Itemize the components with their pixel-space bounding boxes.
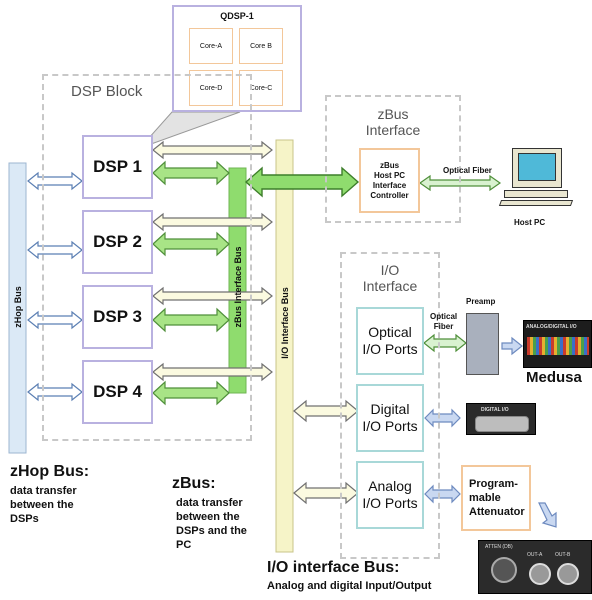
preamp-label: Preamp — [466, 297, 496, 306]
analog-line-2: I/O Ports — [362, 495, 418, 511]
qdsp-title: QDSP-1 — [220, 11, 254, 21]
dsp-1: DSP 1 — [82, 135, 153, 199]
zhop-legend-title: zHop Bus: — [10, 463, 90, 480]
attenuator-line-2: mable — [469, 492, 501, 504]
controller-line-4: Controller — [370, 190, 409, 200]
io-dsp-arrows — [152, 140, 273, 382]
io-interface-title: I/O Interface — [340, 262, 440, 294]
zbus-interface-bus-label: zBus Interface Bus — [233, 246, 243, 328]
optical-line-2: I/O Ports — [362, 341, 418, 357]
host-pc-label: Host PC — [514, 218, 546, 227]
zbus-interface-title-line2: Interface — [365, 122, 421, 138]
digital-line-1: Digital — [370, 401, 410, 417]
digital-device-arrow — [424, 408, 461, 428]
medusa-label: Medusa — [526, 369, 582, 386]
analog-attenuator-arrow — [424, 484, 461, 504]
dsp-4: DSP 4 — [82, 360, 153, 424]
optical-link-label: Optical Fiber — [430, 312, 457, 332]
dsp-2: DSP 2 — [82, 210, 153, 274]
attenuator-device: ATTEN (DB) OUT-A OUT-B — [478, 540, 592, 594]
core-d: Core-D — [189, 70, 233, 106]
zbus-dsp-arrows — [152, 160, 230, 406]
io-interface-title-line2: Interface — [362, 278, 418, 294]
optical-link-line-2: Fiber — [433, 322, 454, 331]
io-interface-frame — [340, 252, 440, 559]
attenuator-out-arrow — [538, 502, 557, 528]
analog-line-1: Analog — [368, 478, 412, 494]
zbus-interface-frame — [325, 95, 461, 223]
zhop-desc-line-3: DSPs — [10, 513, 39, 525]
dsp-3: DSP 3 — [82, 285, 153, 349]
zhop-legend-desc: data transfer between the DSPs — [10, 484, 77, 526]
controller-line-2: Host PC — [373, 170, 406, 180]
io-legend-title: I/O interface Bus: — [267, 559, 400, 576]
dsp-block-title: DSP Block — [71, 83, 143, 100]
digital-device-label: DIGITAL I/O — [481, 407, 509, 413]
core-b: Core B — [239, 28, 283, 64]
io-bus-bar — [275, 139, 294, 553]
core-c: Core-C — [239, 70, 283, 106]
io-interface-title-line1: I/O — [380, 262, 400, 278]
digital-io-device: DIGITAL I/O — [466, 403, 536, 435]
attenuator-line-3: Attenuator — [469, 506, 525, 518]
host-pc-icon — [498, 146, 576, 222]
dsp-block-frame — [42, 74, 252, 441]
out-b-label: OUT-B — [555, 552, 571, 558]
zbus-interface-title: zBus Interface — [325, 106, 461, 138]
optical-link-line-1: Optical — [430, 312, 458, 321]
zbus-desc-line-1: data transfer — [176, 497, 243, 509]
atten-db-label: ATTEN (DB) — [485, 544, 513, 550]
attenuator-box: Program- mable Attenuator — [461, 465, 531, 531]
medusa-device: ANALOG/DIGITAL I/O — [523, 320, 592, 368]
preamp-device — [466, 313, 499, 375]
io-interface-bus-label: I/O Interface Bus — [280, 287, 290, 359]
zbus-legend-title: zBus: — [172, 475, 216, 492]
controller-line-1: zBus — [379, 160, 400, 170]
zhop-desc-line-2: between the — [10, 499, 74, 511]
qdsp-callout — [139, 111, 241, 149]
zbus-desc-line-2: between the — [176, 511, 240, 523]
medusa-device-label: ANALOG/DIGITAL I/O — [526, 324, 577, 330]
zbus-controller-arrow — [244, 166, 360, 198]
preamp-medusa-arrow — [501, 336, 523, 356]
zhop-bus-label: zHop Bus — [13, 286, 23, 328]
optical-line-1: Optical — [368, 324, 412, 340]
zbus-desc-line-3: DSPs and the — [176, 525, 247, 537]
optical-fiber-label: Optical Fiber — [443, 166, 492, 175]
zbus-interface-title-line1: zBus — [377, 106, 409, 122]
zhop-desc-line-1: data transfer — [10, 485, 77, 497]
out-a-label: OUT-A — [527, 552, 543, 558]
zbus-desc-line-4: PC — [176, 539, 192, 551]
zbus-legend-desc: data transfer between the DSPs and the P… — [176, 496, 247, 552]
zhop-bus-bar — [8, 162, 27, 454]
attenuator-line-1: Program- — [469, 478, 518, 490]
io-legend-desc: Analog and digital Input/Output — [267, 580, 432, 592]
controller-line-3: Interface — [372, 180, 407, 190]
zbus-controller-box: zBus Host PC Interface Controller — [359, 148, 420, 213]
core-a: Core-A — [189, 28, 233, 64]
digital-line-2: I/O Ports — [362, 418, 418, 434]
